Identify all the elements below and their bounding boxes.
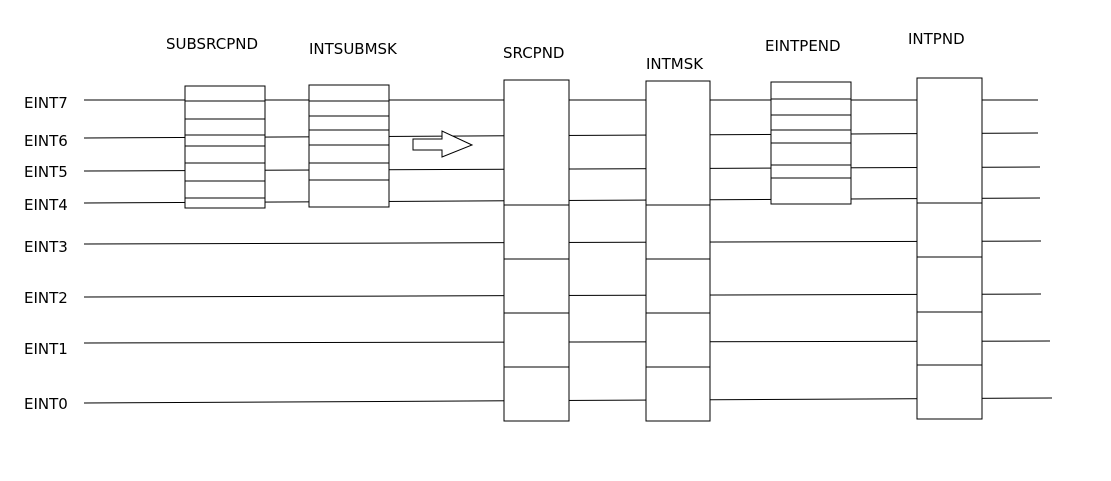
- subsrcpnd-register: [184, 85, 266, 209]
- eint3-label: EINT3: [24, 238, 68, 256]
- srcpnd-label: SRCPND: [503, 44, 565, 62]
- intsubmsk-label: INTSUBMSK: [309, 40, 398, 58]
- eintpend-label: EINTPEND: [765, 37, 841, 55]
- eint2-label: EINT2: [24, 289, 68, 307]
- eint6-label: EINT6: [24, 132, 68, 150]
- eint4-label: EINT4: [24, 196, 68, 214]
- intpnd-label: INTPND: [908, 30, 965, 48]
- eint1-label: EINT1: [24, 340, 68, 358]
- subsrcpnd-label: SUBSRCPND: [166, 35, 258, 53]
- eint7-label: EINT7: [24, 94, 68, 112]
- eint0-label: EINT0: [24, 395, 68, 413]
- intsubmsk-register: [308, 84, 390, 208]
- eint5-label: EINT5: [24, 163, 68, 181]
- eintpend-register: [770, 81, 852, 205]
- srcpnd-register: [503, 79, 570, 422]
- intpnd-register: [916, 77, 983, 420]
- intmsk-label: INTMSK: [646, 55, 704, 73]
- flow-arrow: [412, 130, 474, 158]
- intmsk-register: [645, 80, 711, 422]
